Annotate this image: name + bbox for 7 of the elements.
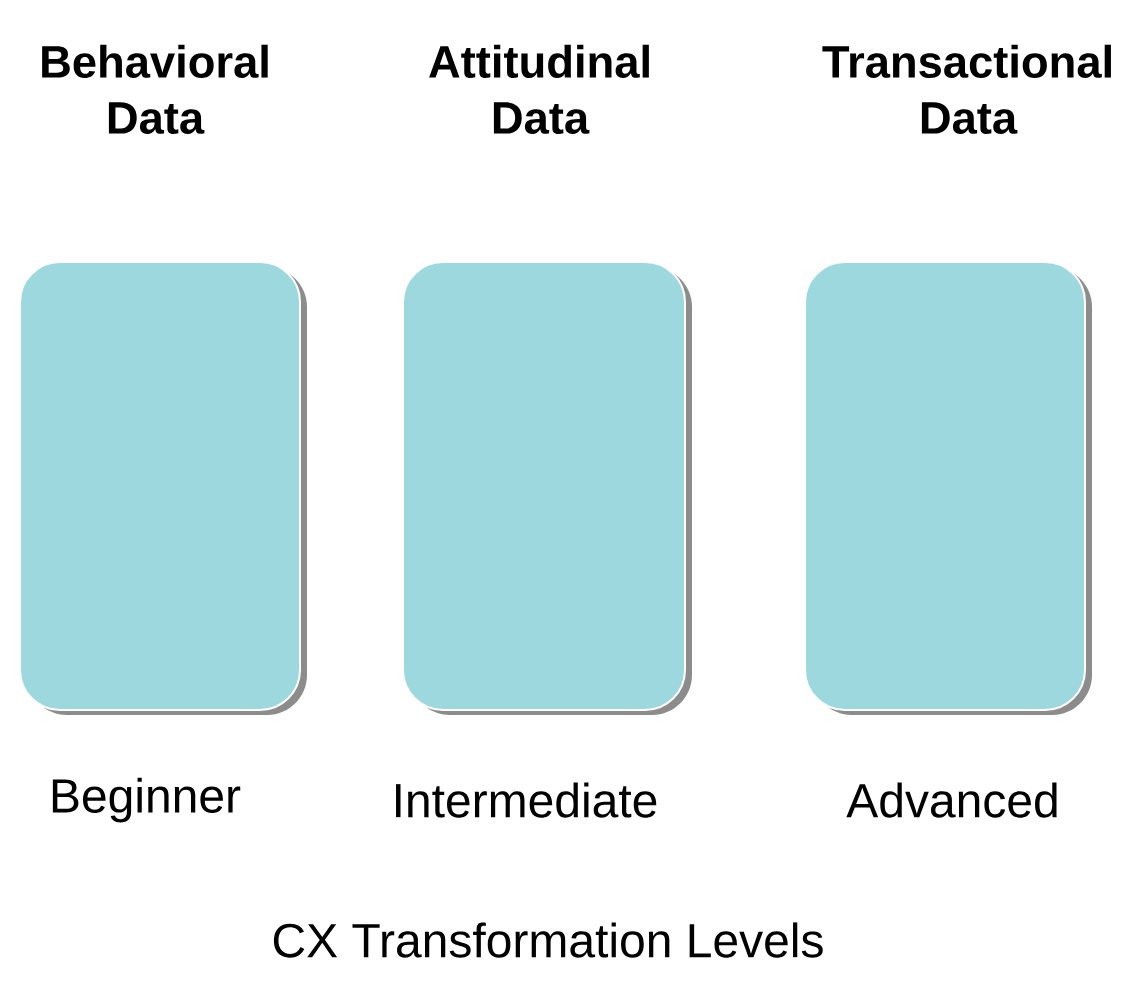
level-label: Intermediate xyxy=(396,782,657,818)
level-label: Advanced xyxy=(846,782,1057,818)
box-heading: Transactional Data xyxy=(822,44,1111,134)
level-label: Beginner xyxy=(52,777,241,823)
caption: CX Transformation Levels xyxy=(273,922,823,958)
box-heading: Behavioral Data xyxy=(42,44,268,134)
box-heading: Attitudinal Data xyxy=(429,44,649,134)
